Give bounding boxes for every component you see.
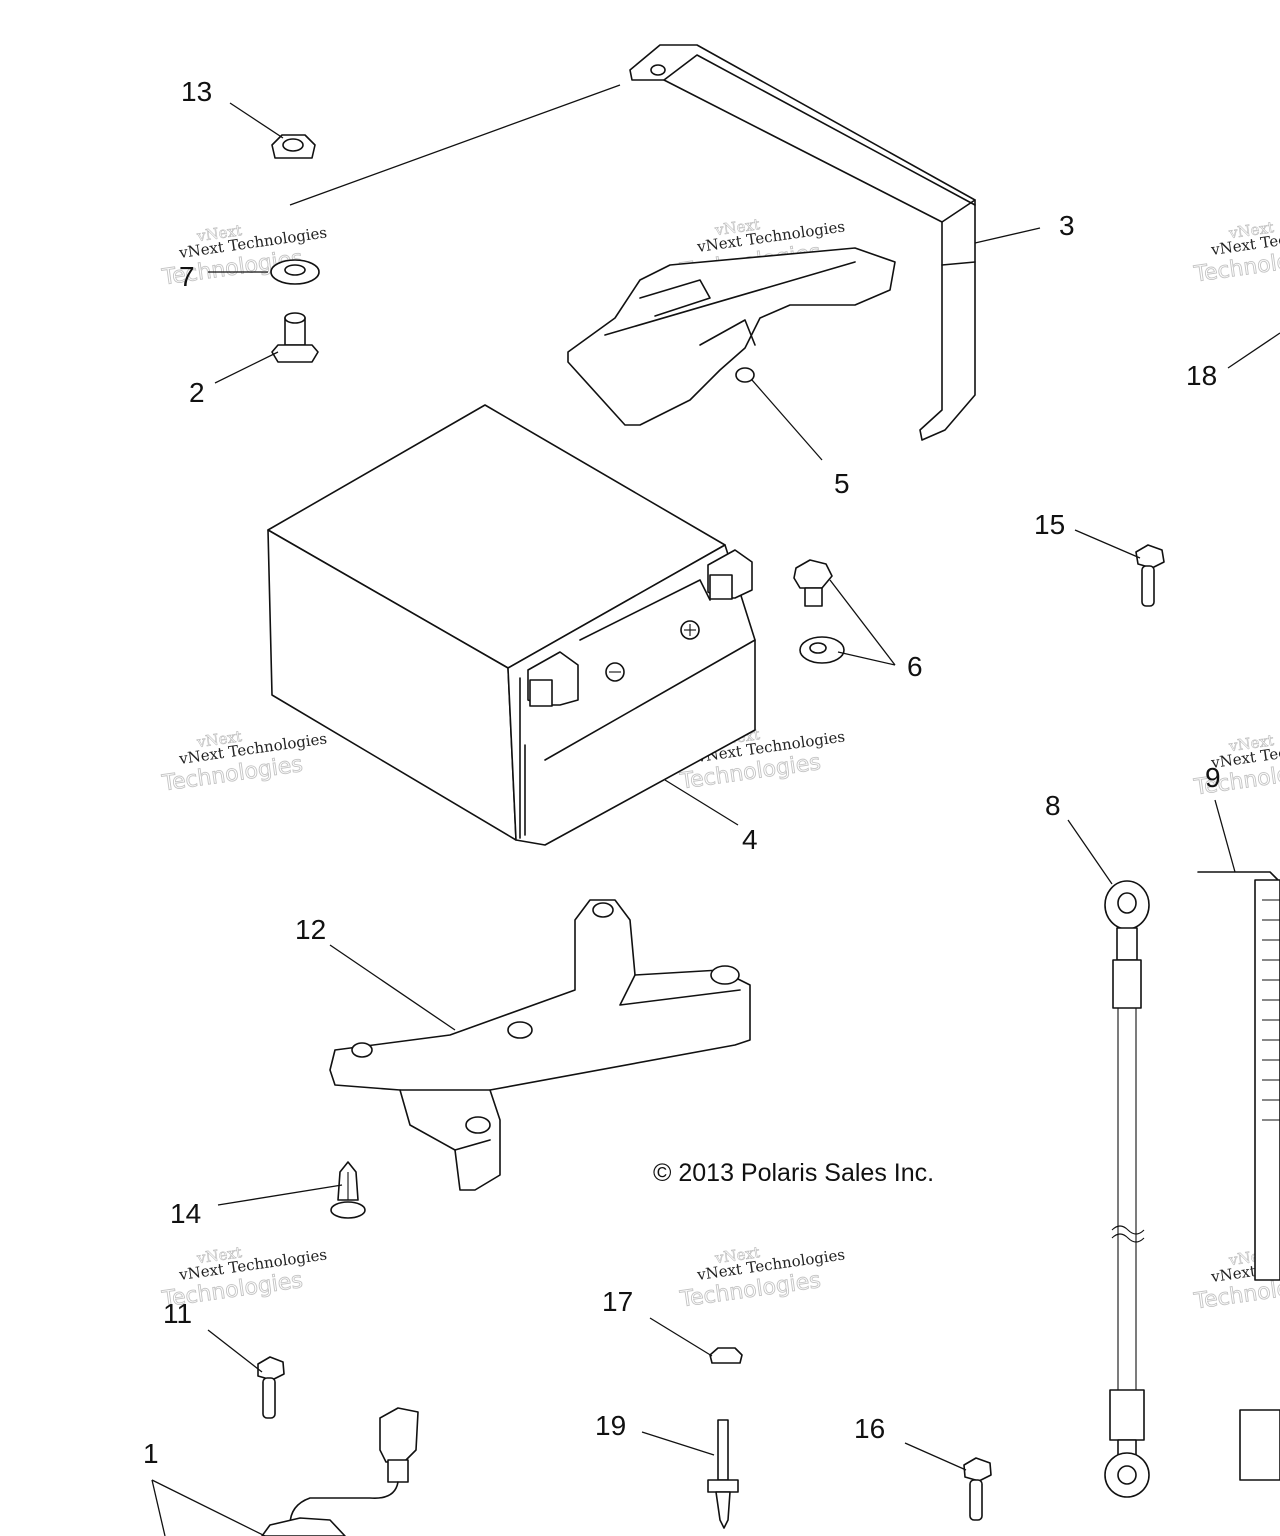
callout-9: 9	[1205, 762, 1221, 793]
callout-labels: 13 7 2 3 18 5 15 6 4 9 8 12 14 11 17 19 …	[143, 76, 1221, 1469]
callout-18: 18	[1186, 360, 1217, 391]
part-4-battery[interactable]	[267, 404, 756, 846]
part-16-bolt[interactable]	[963, 1457, 992, 1521]
callout-3: 3	[1059, 210, 1075, 241]
part-17-nut[interactable]	[709, 1347, 743, 1364]
callout-4: 4	[742, 824, 758, 855]
callout-2: 2	[189, 377, 205, 408]
copyright-text: © 2013 Polaris Sales Inc.	[653, 1159, 934, 1187]
callout-17: 17	[602, 1286, 633, 1317]
leader-lines	[151, 84, 1280, 1536]
callout-7: 7	[179, 261, 195, 292]
part-15-bolt[interactable]	[1135, 544, 1165, 607]
part-2-bolt[interactable]	[271, 312, 319, 363]
part-14-push-rivet[interactable]	[330, 1161, 366, 1219]
callout-8: 8	[1045, 790, 1061, 821]
callout-11: 11	[163, 1298, 192, 1329]
part-9-cable[interactable]	[1197, 871, 1280, 1481]
part-6-bolt-washer[interactable]	[793, 559, 845, 664]
part-5-battery-cover[interactable]	[567, 247, 896, 426]
part-8-cable[interactable]	[1104, 880, 1150, 1498]
callout-5: 5	[834, 468, 850, 499]
part-12-battery-tray[interactable]	[329, 899, 751, 1191]
part-11-bolt[interactable]	[257, 1356, 285, 1419]
callout-15: 15	[1034, 509, 1065, 540]
callout-12: 12	[295, 914, 326, 945]
callout-1: 1	[143, 1438, 159, 1469]
callout-16: 16	[854, 1413, 885, 1444]
part-19-stud[interactable]	[707, 1419, 739, 1529]
callout-19: 19	[595, 1410, 626, 1441]
part-1-relay[interactable]	[261, 1407, 419, 1536]
callout-13: 13	[181, 76, 212, 107]
part-13-nut[interactable]	[271, 134, 316, 159]
part-7-washer[interactable]	[270, 259, 320, 285]
callout-14: 14	[170, 1198, 201, 1229]
callout-6: 6	[907, 651, 923, 682]
part-3-battery-strap[interactable]	[629, 44, 976, 441]
